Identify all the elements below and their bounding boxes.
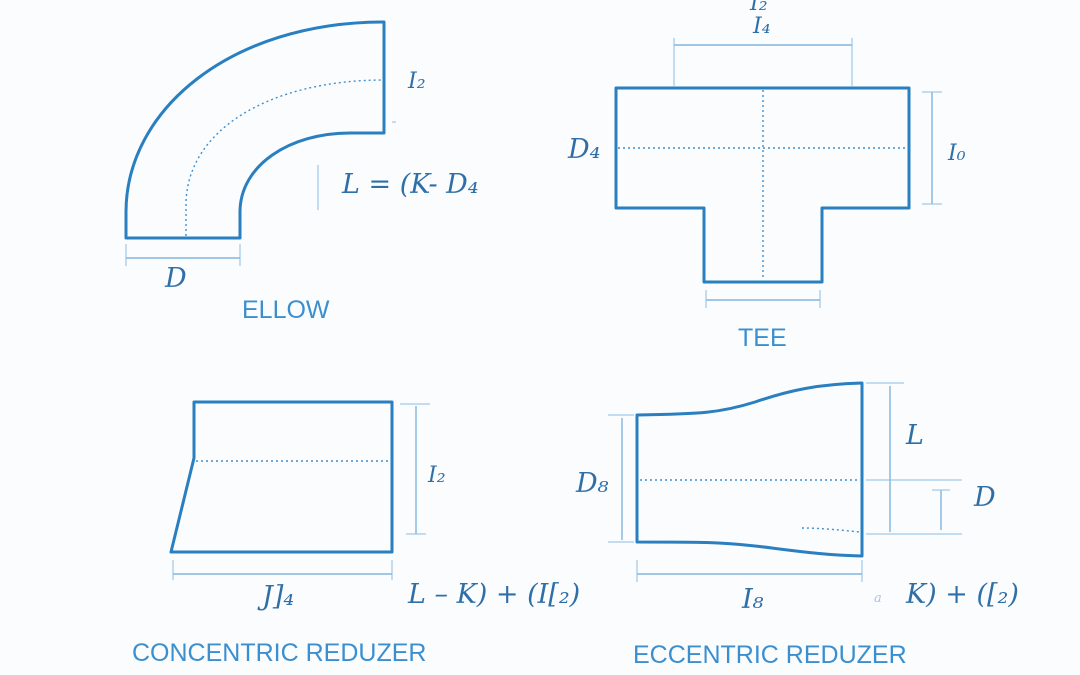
tee-caption: TEE [738,324,787,352]
elbow-dim-bottom: D [164,263,187,294]
concentric-reducer-group: I₂ J]₄ L – K) + (I[₂) CONCENTRIC REDUZER [132,400,580,667]
tee-dim-right: I₀ [947,141,966,166]
elbow-centerline [185,79,385,236]
eccentric-reducer-group: D₈ L D I₈ a K) + ([₂) ECCENTRIC REDUZER [575,381,1019,669]
concentric-reducer-dim-bottom: J]₄ [257,581,294,612]
concentric-reducer-dim-right: I₂ [427,463,446,488]
eccentric-reducer-formula: K) + ([₂) [905,579,1019,610]
tee-dim-top-small: I₂ [749,0,768,16]
elbow-caption: ELLOW [242,296,330,324]
eccentric-reducer-outline [635,381,864,558]
concentric-reducer-caption: CONCENTRIC REDUZER [132,639,426,667]
eccentric-reducer-caption: ECCENTRIC REDUZER [633,641,907,669]
elbow-group: D I₂ L = (K- D₄ ELLOW [124,20,479,324]
tee-dim-left: D₄ [567,134,600,165]
eccentric-reducer-lower-centerline [801,527,861,533]
elbow-formula: L = (K- D₄ [341,169,479,200]
tee-group: I₂ I₄ D₄ I₀ TEE [567,0,966,352]
concentric-reducer-outline [169,400,394,554]
concentric-reducer-formula: L – K) + (I[₂) [407,579,580,610]
eccentric-reducer-dim-left: D₈ [575,468,609,499]
eccentric-reducer-dim-right-long: L [905,420,924,451]
eccentric-reducer-dim-bottom: I₈ [741,584,764,615]
elbow-outline [124,20,386,240]
eccentric-reducer-formula-prefix: a [874,591,882,606]
eccentric-reducer-dim-right-short: D [973,482,996,513]
tee-outline [614,86,911,284]
elbow-dim-right: I₂ [407,69,426,94]
tee-dim-top: I₄ [752,14,771,39]
